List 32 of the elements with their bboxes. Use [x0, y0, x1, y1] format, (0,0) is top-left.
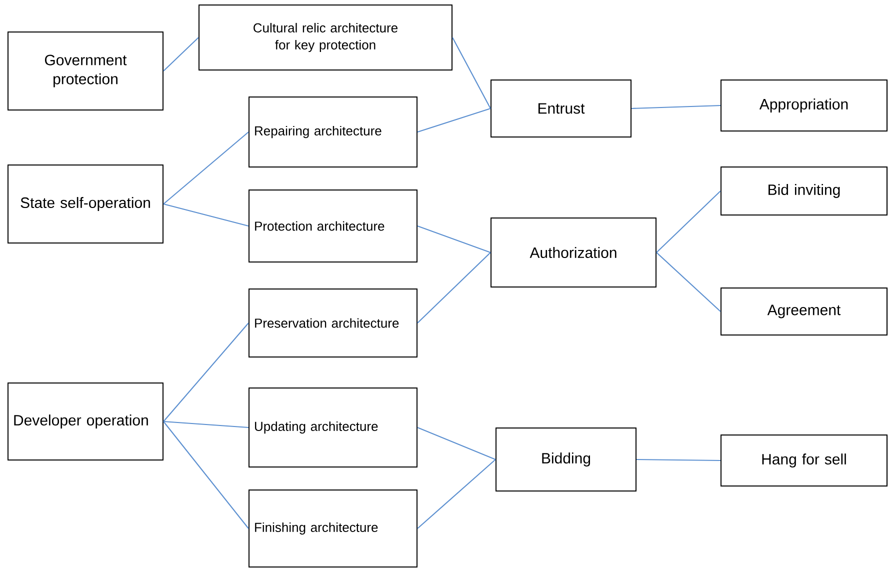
process-box: Repairing architecture	[248, 96, 418, 168]
process-box: Updating architecture	[248, 388, 418, 468]
process-box: Government protection	[8, 32, 164, 110]
connector-line	[452, 37, 491, 109]
process-box: Bid inviting	[720, 166, 888, 216]
process-box: Finishing architecture	[248, 490, 418, 568]
connector-line	[636, 458, 721, 462]
process-box: Bidding	[496, 428, 636, 492]
connector-line	[163, 421, 249, 529]
connector-line	[163, 37, 199, 72]
connector-line	[417, 427, 496, 460]
connector-line	[163, 132, 249, 204]
connector-line	[656, 252, 721, 312]
connector-line	[417, 459, 496, 529]
connector-line	[417, 252, 491, 324]
process-box: Hang for sell	[720, 434, 888, 486]
connector-line	[163, 322, 249, 422]
process-box: Appropriation	[720, 80, 888, 132]
process-box: State self-operation	[8, 164, 164, 244]
connector-line	[163, 203, 249, 227]
connector-line	[632, 104, 721, 110]
process-box: Entrust	[490, 80, 632, 138]
connector-line	[417, 225, 491, 254]
process-box: Preservation architecture	[248, 288, 418, 358]
connector-line	[656, 190, 721, 253]
process-box: Developer operation	[8, 382, 164, 460]
process-box: Protection architecture	[248, 190, 418, 262]
connector-line	[163, 420, 249, 428]
connector-line	[417, 108, 491, 133]
process-box: Authorization	[490, 218, 656, 288]
process-box: Cultural relic architecture for key protection	[198, 4, 452, 70]
process-box: Agreement	[720, 288, 888, 336]
